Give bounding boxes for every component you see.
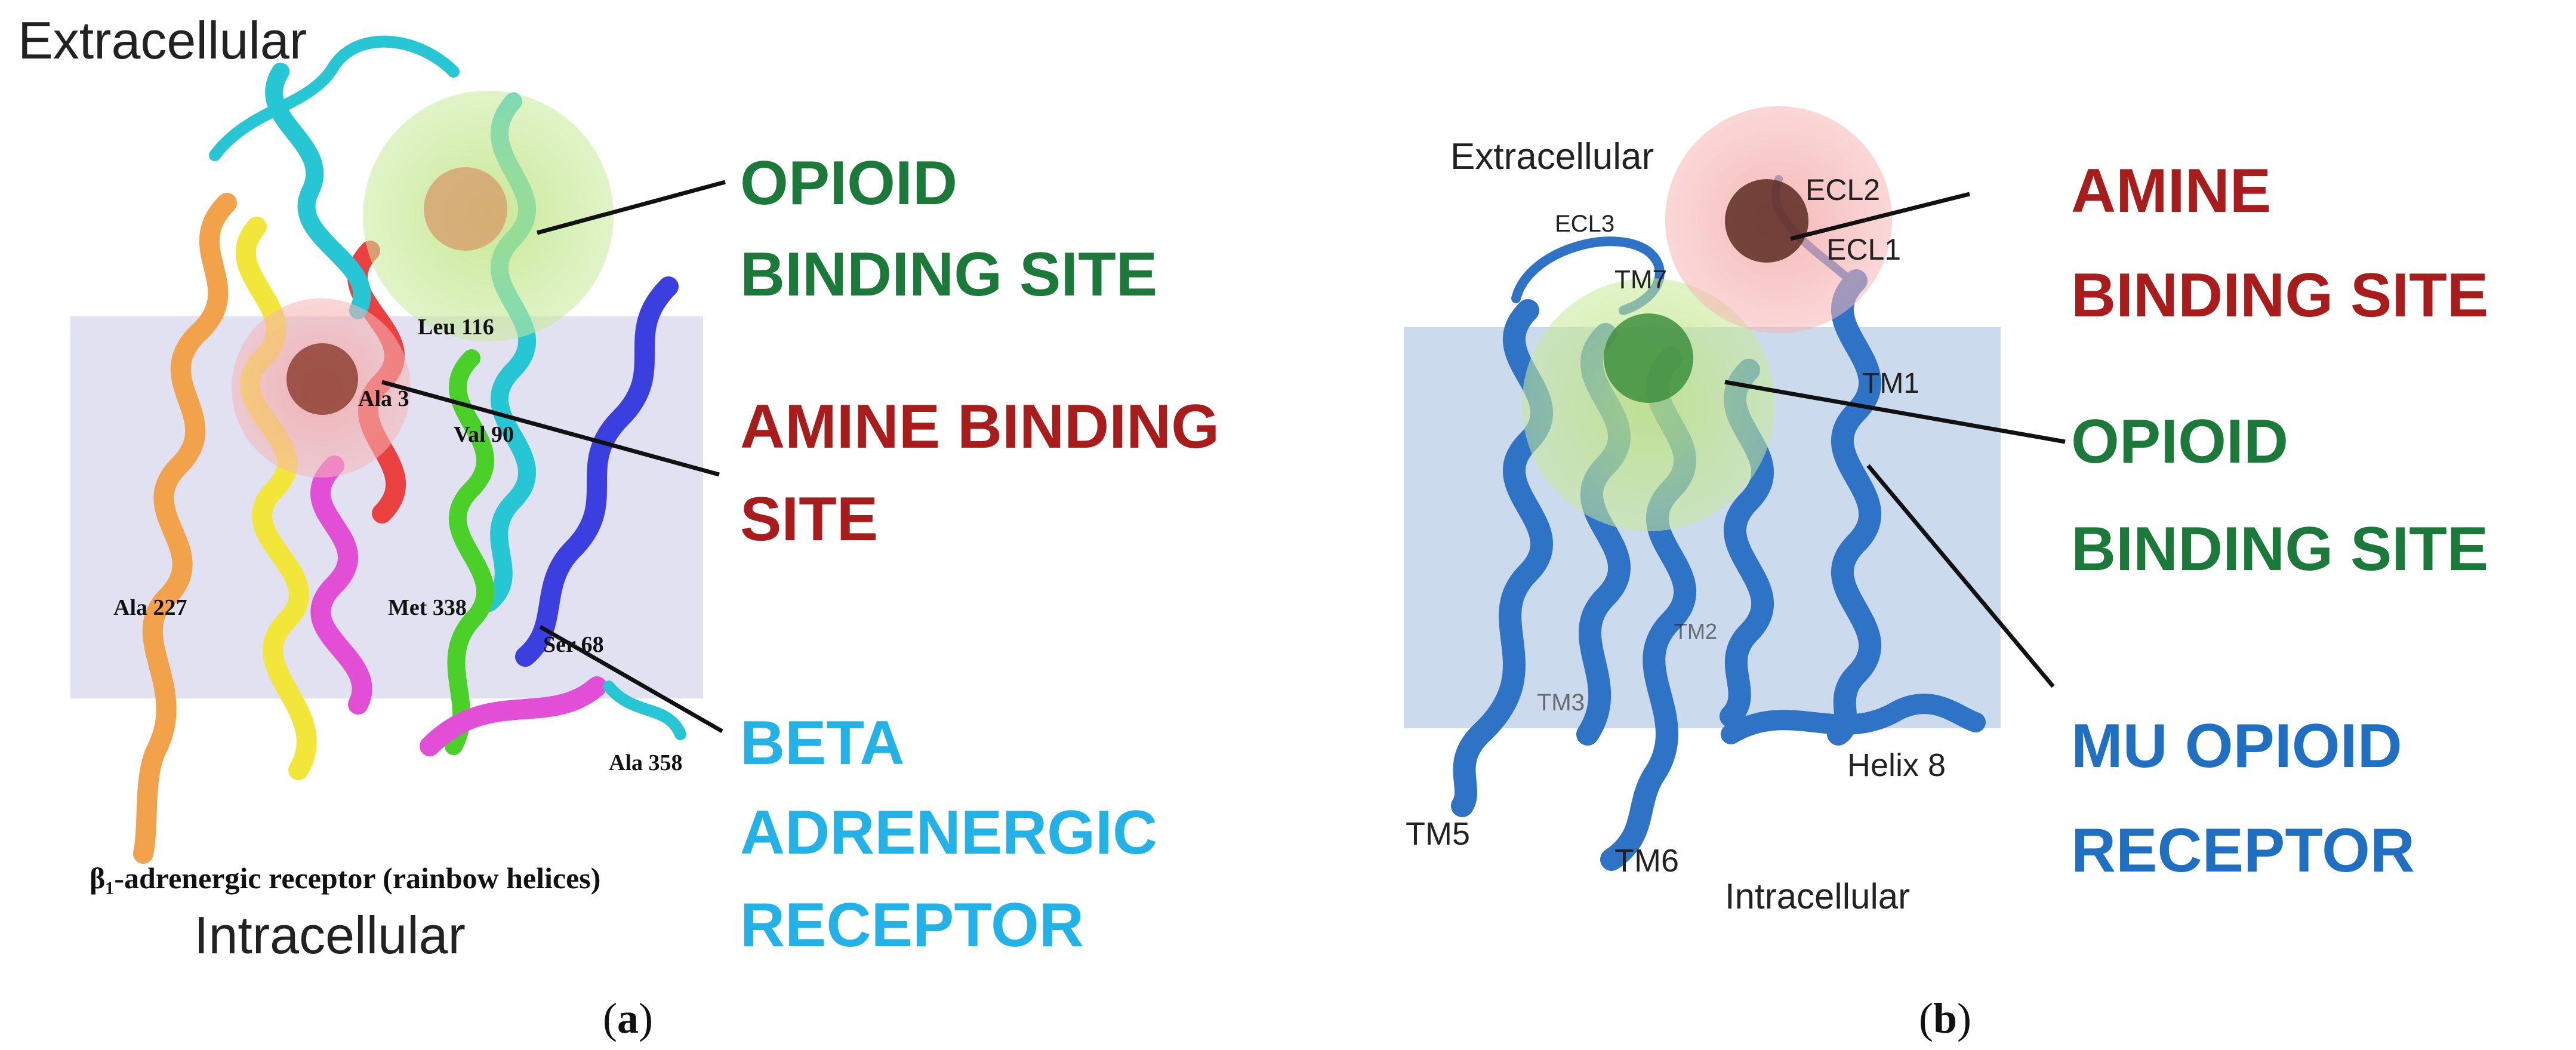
helix-tm1 xyxy=(1827,269,1882,746)
amine-site-label-b-line2: BINDING SITE xyxy=(2071,261,2488,330)
opioid-site-label-a-line2: BINDING SITE xyxy=(740,240,1157,309)
intracellular-label-a: Intracellular xyxy=(194,906,466,965)
opioid-ligand-b xyxy=(1604,313,1693,403)
amine-site-label-a-line1: AMINE BINDING xyxy=(740,392,1219,461)
mu-receptor-label-line2: RECEPTOR xyxy=(2071,816,2415,885)
loop-cyan-bottom xyxy=(603,681,686,740)
helix-magenta-bottom xyxy=(420,676,607,756)
beta-receptor-label-line3: RECEPTOR xyxy=(740,891,1084,960)
panel-letter-b: b xyxy=(1933,994,1957,1042)
opioid-site-label-b: OPIOID BINDING SITE xyxy=(2071,407,2488,584)
helix-orange xyxy=(133,193,237,864)
label-ecl1: ECL1 xyxy=(1826,233,1901,266)
panel-a: Extracellular Leu 116 Ala 3 Val 90 Ala 2… xyxy=(18,11,1237,1042)
amine-ligand-b xyxy=(1725,179,1808,263)
leader-beta-a xyxy=(539,624,723,734)
residue-ala227: Ala 227 xyxy=(113,595,187,620)
label-tm6: TM6 xyxy=(1614,843,1679,879)
beta1-caption: β₁-adrenergic receptor (rainbow helices) xyxy=(90,861,600,895)
loop-cyan-top xyxy=(209,35,460,161)
beta-receptor-label-line1: BETA xyxy=(740,709,903,778)
residue-ala358: Ala 358 xyxy=(609,750,683,775)
residue-val90: Val 90 xyxy=(454,422,514,447)
amine-site-label-a: AMINE BINDING SITE xyxy=(740,392,1237,554)
leader-amine-b xyxy=(1790,192,1970,241)
leader-receptor-b xyxy=(1866,464,2055,688)
mu-receptor-label-line1: MU OPIOID xyxy=(2071,712,2402,781)
amine-site-label-b-line1: AMINE xyxy=(2071,156,2271,226)
helix-8 xyxy=(1721,694,1986,744)
label-tm7: TM7 xyxy=(1614,265,1667,294)
panel-b: Extracellular ECL3 ECL2 ECL1 TM7 TM1 TM2… xyxy=(1404,106,2488,1042)
intracellular-label-b: Intracellular xyxy=(1725,876,1910,916)
label-ecl2: ECL2 xyxy=(1805,173,1880,207)
residue-ala: Ala 3 xyxy=(358,386,409,411)
mu-receptor-label: MU OPIOID RECEPTOR xyxy=(2071,712,2420,885)
residue-met338: Met 338 xyxy=(388,595,467,620)
residue-leu116: Leu 116 xyxy=(418,315,494,340)
amine-site-label-b: AMINE BINDING SITE xyxy=(2071,156,2488,330)
helix-blue xyxy=(515,276,679,667)
amine-site-label-a-line2: SITE xyxy=(740,485,878,554)
beta1-receptor-ribbons xyxy=(133,35,686,864)
helix-magenta xyxy=(310,455,372,715)
label-tm3: TM3 xyxy=(1537,689,1585,716)
label-tm2: TM2 xyxy=(1674,619,1717,643)
opioid-site-label-a: OPIOID BINDING SITE xyxy=(740,149,1157,309)
label-tm5: TM5 xyxy=(1406,816,1470,852)
opioid-site-label-b-line2: BINDING SITE xyxy=(2071,515,2488,584)
leader-opioid-b xyxy=(1724,380,2066,444)
panel-label-a: (a) xyxy=(603,994,653,1042)
leader-opioid-a xyxy=(537,180,726,235)
helix-green xyxy=(445,349,495,755)
label-tm1: TM1 xyxy=(1862,368,1919,399)
amine-ligand-a xyxy=(286,343,358,415)
beta-receptor-label-line2: ADRENERGIC xyxy=(740,798,1157,867)
extracellular-label-a: Extracellular xyxy=(18,11,307,70)
opioid-site-sphere-b xyxy=(1522,278,1775,531)
leader-amine-a xyxy=(381,380,720,477)
panel-label-b: (b) xyxy=(1919,994,1971,1042)
panel-letter-a: a xyxy=(617,994,639,1042)
opioid-site-label-b-line1: OPIOID xyxy=(2071,407,2288,476)
label-helix8: Helix 8 xyxy=(1847,747,1946,783)
beta-receptor-label: BETA ADRENERGIC RECEPTOR xyxy=(740,709,1175,960)
extracellular-label-b: Extracellular xyxy=(1450,136,1654,177)
opioid-site-label-a-line1: OPIOID xyxy=(740,149,957,218)
opioid-ligand-a xyxy=(424,167,507,251)
label-ecl3: ECL3 xyxy=(1555,211,1614,237)
